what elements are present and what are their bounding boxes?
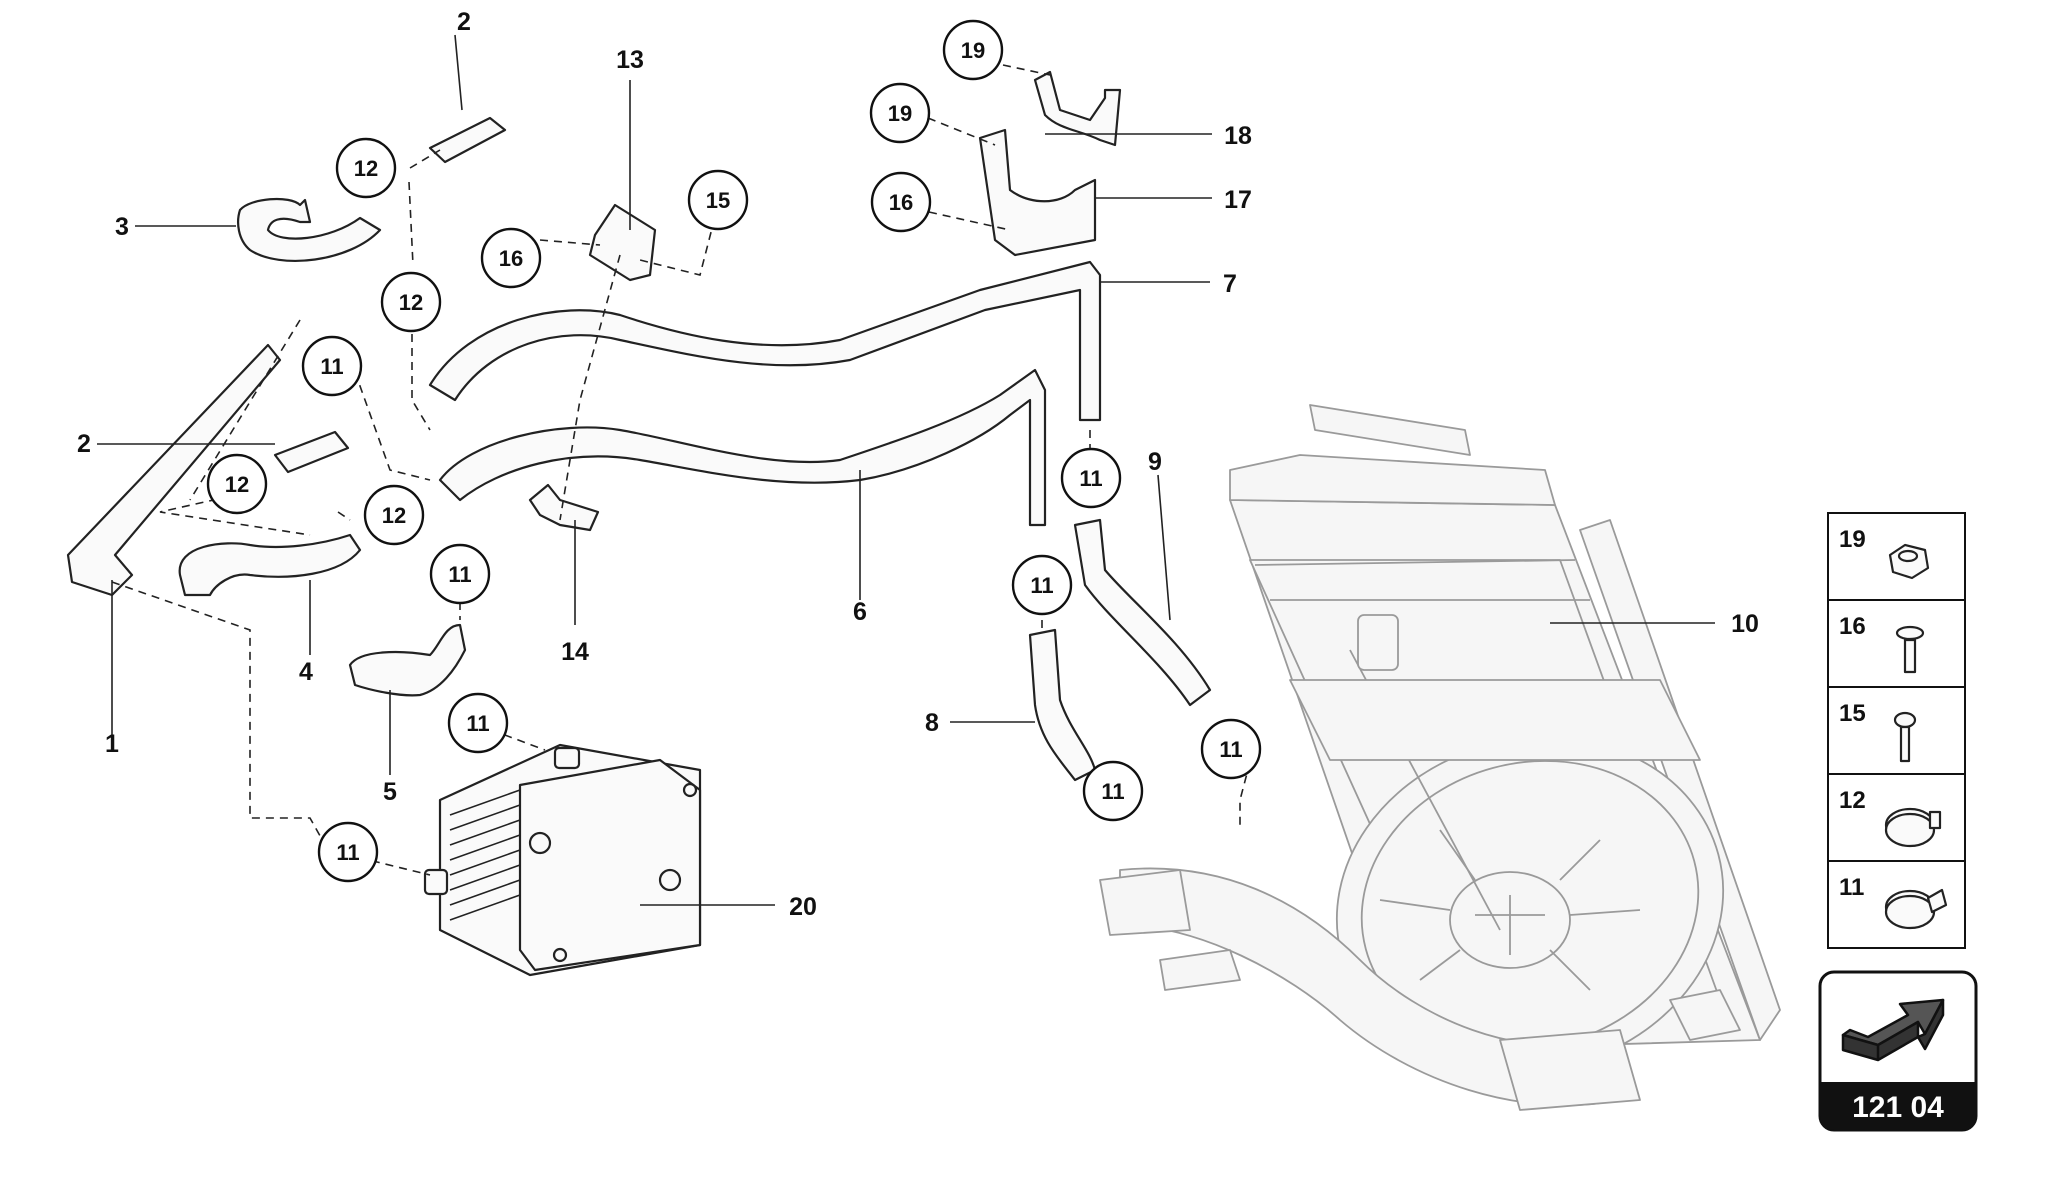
part-label-20: 20	[789, 893, 817, 921]
part-label-4: 4	[299, 658, 313, 686]
callout-12: 12	[363, 484, 425, 546]
page-reference-badge: 121 04	[1818, 970, 1978, 1132]
callout-12: 12	[380, 271, 442, 333]
part-label-5: 5	[383, 778, 397, 806]
callout-11: 11	[317, 821, 379, 883]
hose-9	[1073, 518, 1212, 707]
svg-text:12: 12	[1839, 787, 1866, 814]
bracket-13	[588, 203, 657, 282]
svg-text:12: 12	[225, 472, 249, 497]
hose-5	[348, 623, 467, 697]
hose-6	[438, 368, 1047, 527]
part-label-17: 17	[1224, 186, 1252, 214]
svg-text:15: 15	[706, 188, 730, 213]
legend-item-12: 12	[1827, 773, 1966, 862]
legend-item-19: 19	[1827, 512, 1966, 601]
callout-11: 11	[1082, 760, 1144, 822]
svg-text:15: 15	[1839, 700, 1866, 727]
callout-11: 11	[1011, 554, 1073, 616]
svg-text:11: 11	[466, 711, 489, 736]
part-label-10: 10	[1731, 610, 1759, 638]
flange-bolt-icon	[1895, 625, 1925, 674]
callout-19: 19	[869, 82, 931, 144]
clip-14	[528, 483, 600, 532]
callout-19: 19	[942, 19, 1004, 81]
callout-11: 11	[1200, 718, 1262, 780]
callout-11: 11	[429, 543, 491, 605]
svg-text:12: 12	[399, 290, 423, 315]
svg-text:11: 11	[1030, 573, 1053, 598]
part-label-8: 8	[925, 709, 939, 737]
callout-12: 12	[206, 453, 268, 515]
part-label-18: 18	[1224, 122, 1252, 150]
part-label-3: 3	[115, 213, 129, 241]
page-reference-label: 121 04	[1852, 1091, 1944, 1124]
radiator-fan-assembly	[1099, 404, 1781, 1111]
svg-text:12: 12	[382, 503, 406, 528]
screw-icon	[1893, 711, 1917, 763]
hose-8	[1028, 628, 1097, 782]
hardware-legend: 19 16 15 12	[1827, 512, 1966, 949]
callouts: 12 12 12 12 11 11 11 11 11 11 11 11 15 1…	[206, 19, 1262, 883]
part-label-6: 6	[853, 598, 867, 626]
part-label-7: 7	[1223, 270, 1237, 298]
part-label-2: 2	[457, 8, 471, 36]
legend-item-15: 15	[1827, 686, 1966, 775]
spring-clamp-icon	[1884, 807, 1942, 848]
callout-16: 16	[870, 171, 932, 233]
callout-11: 11	[447, 692, 509, 754]
bracket-18	[1033, 70, 1122, 147]
arrow-icon	[1841, 998, 1945, 1062]
svg-text:11: 11	[448, 562, 471, 587]
callout-15: 15	[687, 169, 749, 231]
part-label-13: 13	[616, 46, 644, 74]
svg-text:19: 19	[961, 38, 985, 63]
fitting-2-top	[428, 116, 507, 164]
bracket-17	[978, 128, 1097, 257]
fitting-2-mid	[273, 430, 350, 474]
svg-text:16: 16	[1839, 613, 1866, 640]
legend-item-11: 11	[1827, 860, 1966, 949]
callout-16: 16	[480, 227, 542, 289]
leader-lines	[97, 34, 1715, 906]
part-label-14: 14	[561, 638, 589, 666]
svg-text:11: 11	[320, 354, 343, 379]
hose-4	[178, 533, 362, 597]
svg-text:16: 16	[499, 246, 523, 271]
hose-clamp-icon	[1884, 888, 1948, 930]
part-label-1: 1	[105, 730, 119, 758]
svg-text:16: 16	[889, 190, 913, 215]
svg-text:11: 11	[1839, 874, 1864, 901]
svg-text:19: 19	[888, 101, 912, 126]
hose-1	[66, 343, 282, 597]
part-labels: 1 2 2 3 4 5 6 7 8 9 10 13 14 17 18 20	[77, 8, 1759, 921]
callout-12: 12	[335, 137, 397, 199]
hex-nut-icon	[1888, 543, 1930, 580]
part-label-2: 2	[77, 430, 91, 458]
callout-11: 11	[301, 335, 363, 397]
svg-text:11: 11	[1101, 779, 1124, 804]
svg-text:11: 11	[1079, 466, 1102, 491]
hose-7	[428, 260, 1102, 422]
callout-11: 11	[1060, 447, 1122, 509]
oil-cooler	[423, 743, 702, 977]
svg-text:19: 19	[1839, 526, 1866, 553]
svg-text:11: 11	[1219, 737, 1242, 762]
hose-3	[237, 197, 382, 262]
part-label-9: 9	[1148, 448, 1162, 476]
svg-text:12: 12	[354, 156, 378, 181]
svg-text:11: 11	[336, 840, 359, 865]
legend-item-16: 16	[1827, 599, 1966, 688]
